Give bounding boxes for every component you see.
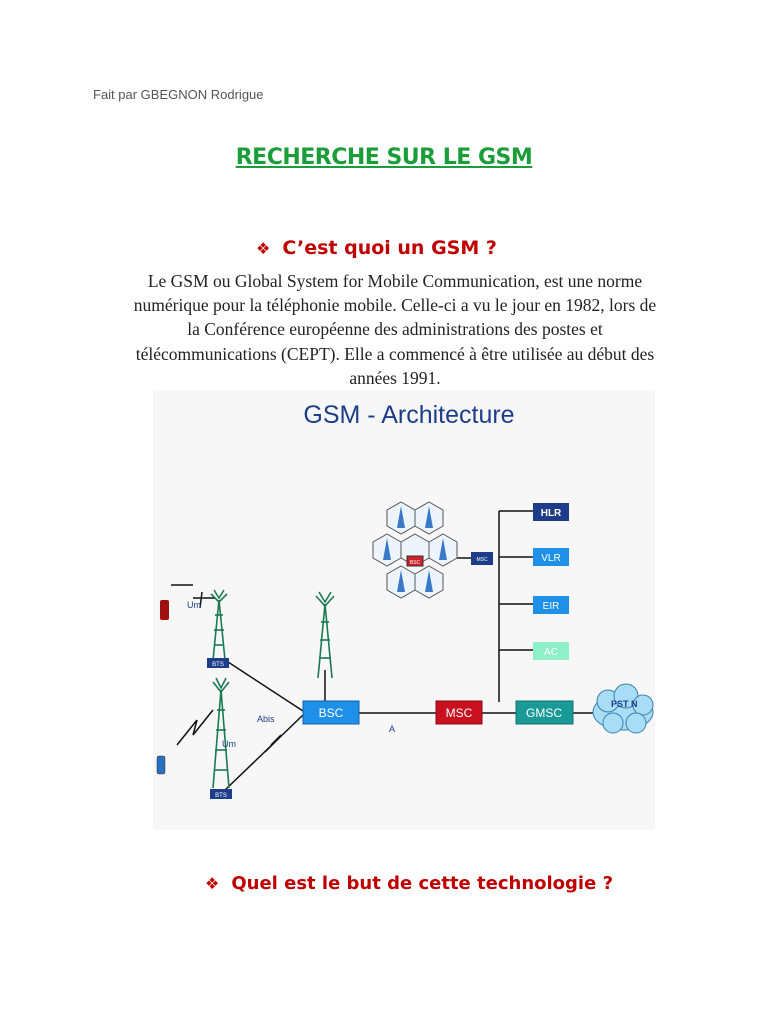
ac-box	[533, 642, 569, 660]
hlr-box	[533, 503, 569, 521]
intro-paragraph: Le GSM ou Global System for Mobile Commu…	[133, 271, 657, 388]
msc-box	[435, 700, 483, 725]
svg-text:Um: Um	[222, 739, 236, 749]
diamond-bullet-icon: ❖	[256, 239, 271, 258]
mobile-phone-icon-red	[160, 600, 169, 620]
svg-text:PST N: PST N	[611, 699, 638, 709]
pstn-cloud-icon	[592, 683, 654, 734]
small-msc-box	[471, 552, 493, 565]
bts-tower-3	[315, 591, 335, 679]
mobile-phone-icon-blue	[156, 755, 166, 775]
svg-text:MSC: MSC	[476, 557, 488, 563]
svg-text:VLR: VLR	[541, 553, 560, 564]
svg-text:BTS: BTS	[215, 793, 227, 799]
bts-label-1-box	[207, 658, 229, 668]
section-heading-text: Quel est le but de cette technologie ?	[231, 873, 614, 894]
svg-text:Um: Um	[187, 600, 201, 610]
bts-tower-1	[210, 589, 228, 661]
diagram-title: GSM - Architecture	[303, 401, 514, 429]
svg-text:EIR: EIR	[543, 601, 560, 612]
svg-text:BSC: BSC	[319, 706, 344, 720]
svg-text:Abis: Abis	[257, 714, 275, 724]
bts-label-2-box	[210, 789, 232, 799]
svg-text:BTS: BTS	[212, 662, 224, 668]
cell-cluster: BSC	[372, 501, 458, 599]
eir-box	[533, 596, 569, 614]
gmsc-box	[515, 700, 574, 725]
svg-text:BSC: BSC	[410, 560, 421, 566]
svg-text:MSC: MSC	[446, 706, 473, 720]
section-heading-purpose: ❖ Quel est le but de cette technologie ?	[205, 873, 613, 894]
svg-text:GMSC: GMSC	[526, 706, 562, 720]
svg-text:HLR: HLR	[541, 508, 562, 519]
page-title: RECHERCHE SUR LE GSM	[235, 145, 533, 170]
pstn-label: PST N	[611, 699, 638, 709]
svg-text:AC: AC	[544, 647, 558, 658]
diamond-bullet-icon: ❖	[205, 874, 220, 893]
bts-tower-2	[212, 677, 230, 789]
author-line: Fait par GBEGNON Rodrigue	[93, 87, 264, 102]
section-heading-what-is-gsm: ❖ C’est quoi un GSM ?	[256, 237, 497, 259]
svg-text:A: A	[389, 724, 395, 734]
section-heading-text: C’est quoi un GSM ?	[282, 237, 497, 259]
vlr-box	[533, 548, 569, 566]
gsm-architecture-diagram: GSM - Architecture	[153, 390, 655, 830]
bsc-box	[302, 700, 360, 725]
